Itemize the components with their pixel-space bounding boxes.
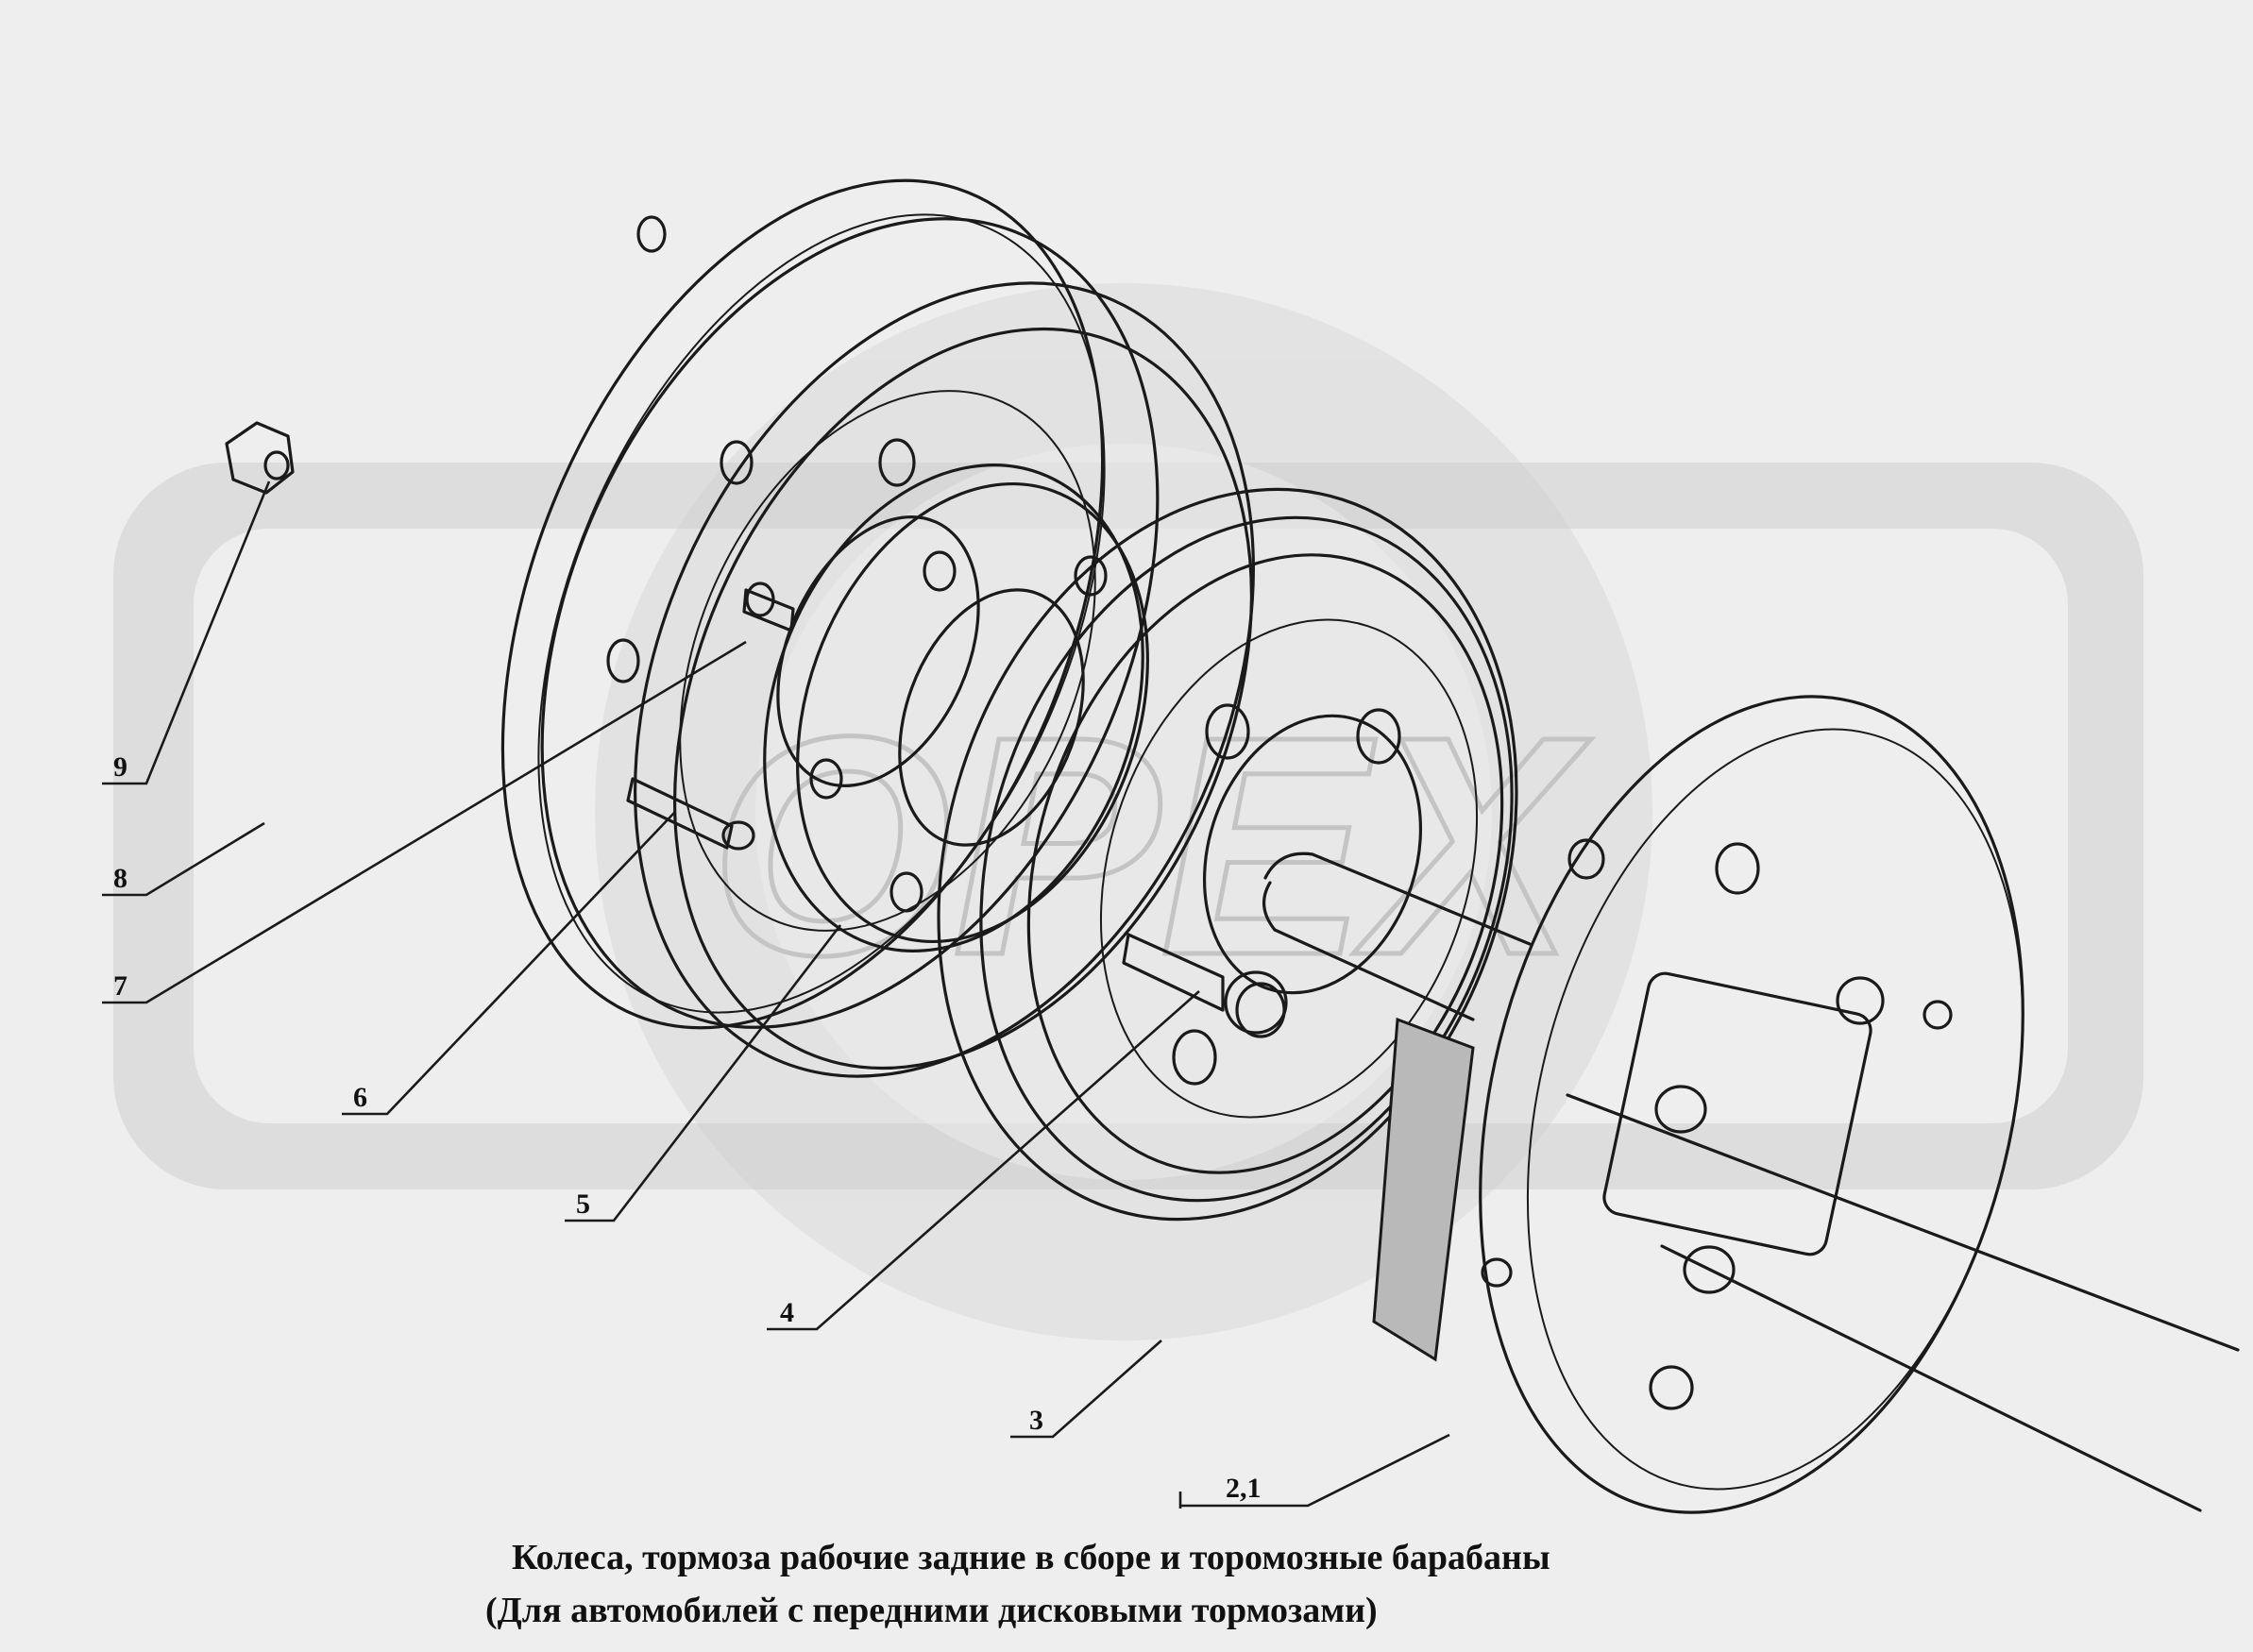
wheel-rim [500,178,1255,1078]
callout-7: 7 [113,970,127,1002]
wheel-nut [225,421,295,495]
callout-9: 9 [113,751,127,783]
callout-8: 8 [113,863,127,894]
callout-labels: 9 8 7 6 5 4 3 2,1 [113,751,1262,1504]
stud-6 [626,777,755,851]
callout-leaders [102,480,1450,1509]
callout-3: 3 [1029,1405,1043,1436]
callout-5: 5 [576,1188,590,1220]
watermark-text: OPEX [709,671,1591,1020]
adapter-disc [763,464,1149,952]
brake-assembly [1372,695,2024,1514]
caption-subtitle: (Для автомобилей с передними дисковыми т… [485,1591,1378,1630]
callout-2-1: 2,1 [1226,1473,1262,1504]
caption-title: Колеса, тормоза рабочие задние в сборе и… [512,1538,1550,1577]
callout-4: 4 [780,1297,794,1328]
wheel-bolt [1122,933,1288,1035]
axle-shaft [1262,851,2240,1512]
stud-7 [742,582,795,632]
callout-6: 6 [353,1082,367,1113]
